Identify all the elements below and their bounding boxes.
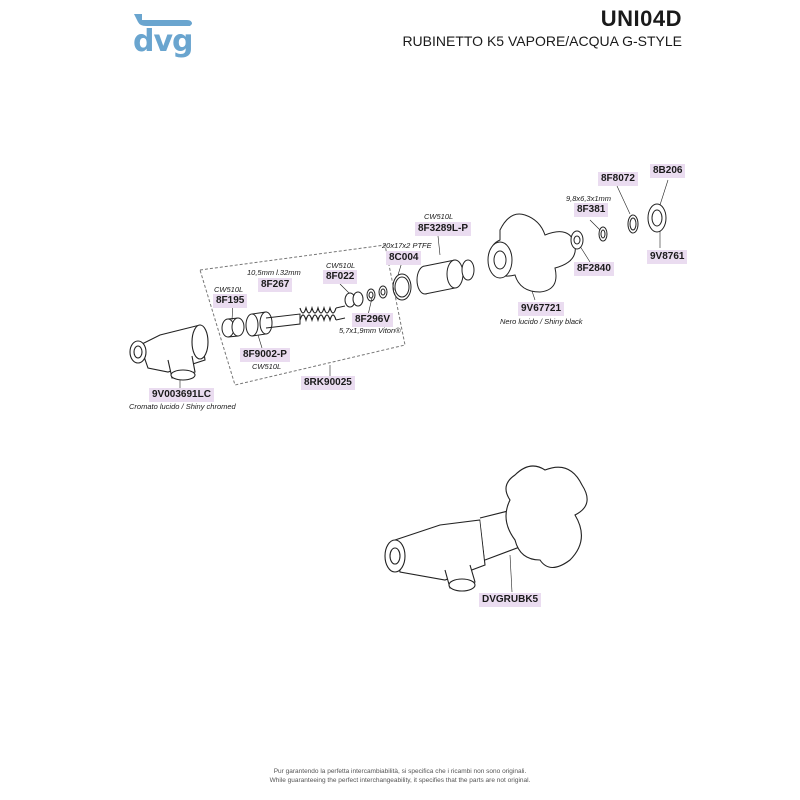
part-8F3289L-P-note: CW510L (424, 212, 454, 221)
part-8F267-label: 8F267 (258, 278, 293, 292)
part-8C004-label: 8C004 (386, 251, 422, 265)
part-9V67721-label: 9V67721 (518, 302, 565, 316)
part-9V003691LC-note: Cromato lucido / Shiny chromed (129, 402, 236, 411)
part-9V67721-knob (487, 213, 576, 293)
part-8F022-label: 8F022 (323, 270, 358, 284)
part-8F2840-label: 8F2840 (574, 262, 614, 276)
part-8F195-drawing (221, 317, 245, 338)
part-8C004-drawing (392, 273, 412, 301)
part-8F8072-label: 8F8072 (598, 172, 638, 186)
part-8F296V-drawing (366, 285, 388, 302)
part-8F3289L-P-drawing (416, 259, 475, 295)
part-9V67721-note: Nero lucido / Shiny black (500, 317, 583, 326)
part-8F9002-P-label: 8F9002-P (240, 348, 290, 362)
brand-name: dvg (133, 24, 194, 59)
part-8F267-spring (299, 305, 346, 323)
valve-body (129, 324, 209, 381)
part-8F9002-P-drawing (245, 311, 301, 337)
part-8F3289L-P-label: 8F3289L-P (415, 222, 472, 236)
part-8F381-drawing (598, 226, 608, 242)
part-8F8072-drawing (627, 214, 639, 234)
part-9V003691LC-label: 9V003691LC (149, 388, 214, 402)
brand-logo (132, 10, 202, 62)
part-8RK90025-label: 8RK90025 (301, 376, 355, 390)
part-8F381-note: 9,8x6,3x1mm (566, 194, 612, 203)
model-description: RUBINETTO K5 VAPORE/ACQUA G-STYLE (402, 33, 682, 49)
part-8F022-drawing (344, 291, 364, 308)
part-8F381-label: 8F381 (574, 203, 609, 217)
model-title: UNI04D (600, 6, 682, 31)
part-8B206-label: 8B206 (650, 164, 686, 178)
part-8F2840-drawing (570, 230, 584, 250)
part-8F9002-P-note: CW510L (252, 362, 282, 371)
part-9V8761-label: 9V8761 (647, 250, 688, 264)
part-8F267-note: 10,5mm l.32mm (247, 268, 301, 277)
part-8F195-label: 8F195 (213, 294, 248, 308)
part-8C004-note: 20x17x2 PTFE (382, 241, 432, 250)
assembled-valve-drawing (384, 465, 588, 592)
part-8F296V-label: 8F296V (352, 313, 394, 327)
footer-disclaimer-en: While guaranteeing the perfect interchan… (269, 777, 531, 784)
part-8F195-note: CW510L (214, 285, 244, 294)
footer-disclaimer-it: Pur garantendo la perfetta intercambiabi… (273, 768, 527, 775)
part-9V8761-drawing (647, 203, 667, 233)
logo-mark-icon (134, 14, 192, 26)
part-8F022-note: CW510L (326, 261, 356, 270)
part-8F296V-note: 5,7x1,9mm Viton® (339, 326, 401, 335)
part-DVGRUBK5-label: DVGRUBK5 (479, 593, 542, 607)
